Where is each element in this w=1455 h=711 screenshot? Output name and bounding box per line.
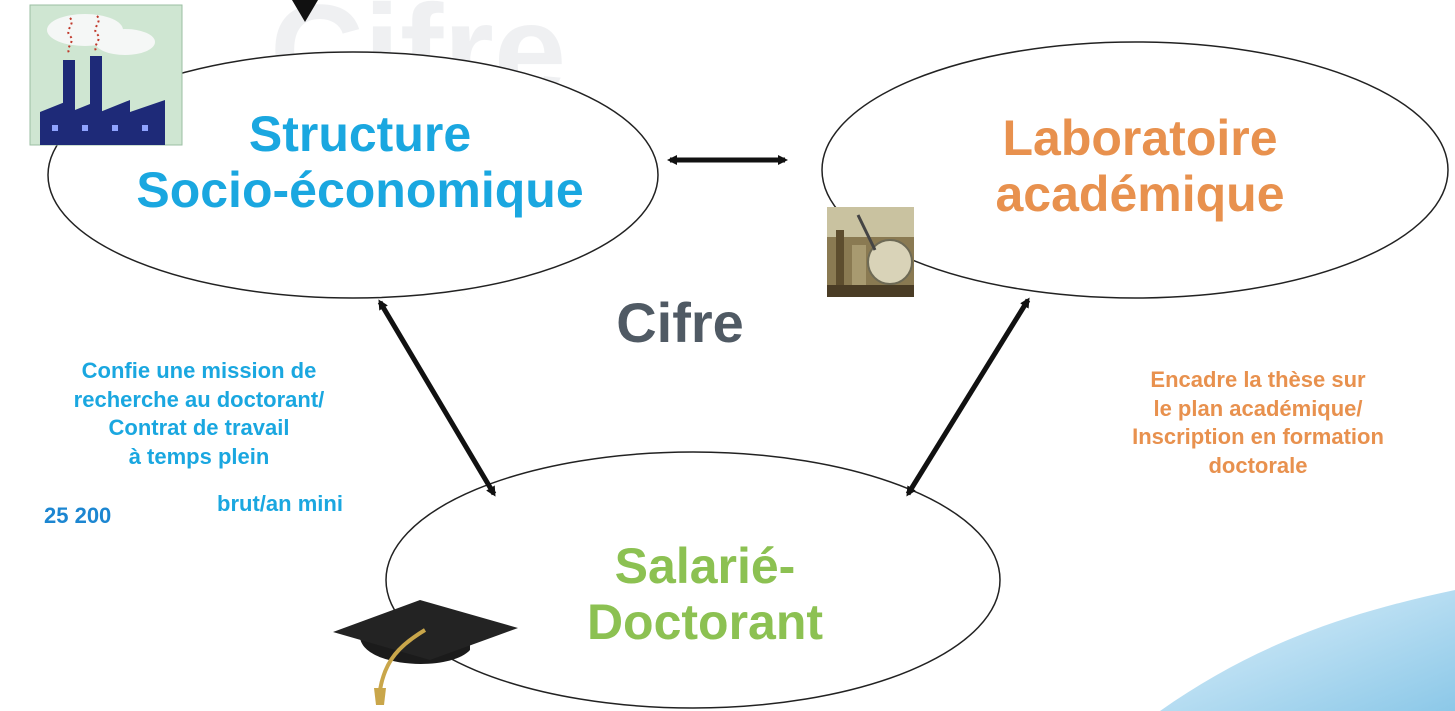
graduation-cap-icon [333, 600, 518, 705]
factory-icon [29, 4, 183, 146]
laboratoire-ellipse [821, 41, 1449, 299]
decorative-wave [1160, 590, 1455, 711]
center-label: Cifre [616, 291, 744, 354]
left-note-line5: brut/an mini [217, 491, 343, 516]
left-note-line4: à temps plein [128, 443, 270, 469]
laboratoire-label: Laboratoire académique [880, 110, 1400, 222]
right-note-line3: Inscription en formation [1132, 424, 1384, 450]
left-note-line1: Confie une mission de [81, 358, 317, 383]
amount-value: 25 200 [44, 503, 112, 528]
right-note-line4: doctorale [1208, 452, 1308, 478]
laboratory-photo [827, 207, 914, 297]
right-note: Encadre la thèse sur le plan académique/… [1072, 366, 1444, 480]
salarie-title-line1: Salarié- [614, 538, 796, 594]
down-arrow-icon [292, 0, 318, 22]
left-note-line2: recherche au doctorant/ [73, 386, 325, 412]
structure-ellipse [47, 51, 659, 299]
left-note-line3: Contrat de travail [108, 415, 290, 441]
arrow-structure-salarie [377, 299, 497, 497]
structure-title-line1: Structure [248, 106, 472, 162]
laboratoire-title-line2: académique [995, 166, 1285, 222]
salarie-label: Salarié- Doctorant [500, 538, 910, 650]
structure-label: Structure Socio-économique [70, 106, 650, 218]
salarie-title-line2: Doctorant [586, 594, 824, 650]
left-note: Confie une mission de recherche au docto… [0, 357, 398, 471]
structure-title-line2: Socio-économique [136, 162, 584, 218]
right-note-line2: le plan académique/ [1153, 395, 1363, 421]
salarie-ellipse [385, 451, 1001, 709]
right-note-line1: Encadre la thèse sur [1150, 367, 1366, 392]
arrow-laboratoire-salarie [905, 297, 1031, 497]
laboratoire-title-line1: Laboratoire [1002, 110, 1278, 166]
